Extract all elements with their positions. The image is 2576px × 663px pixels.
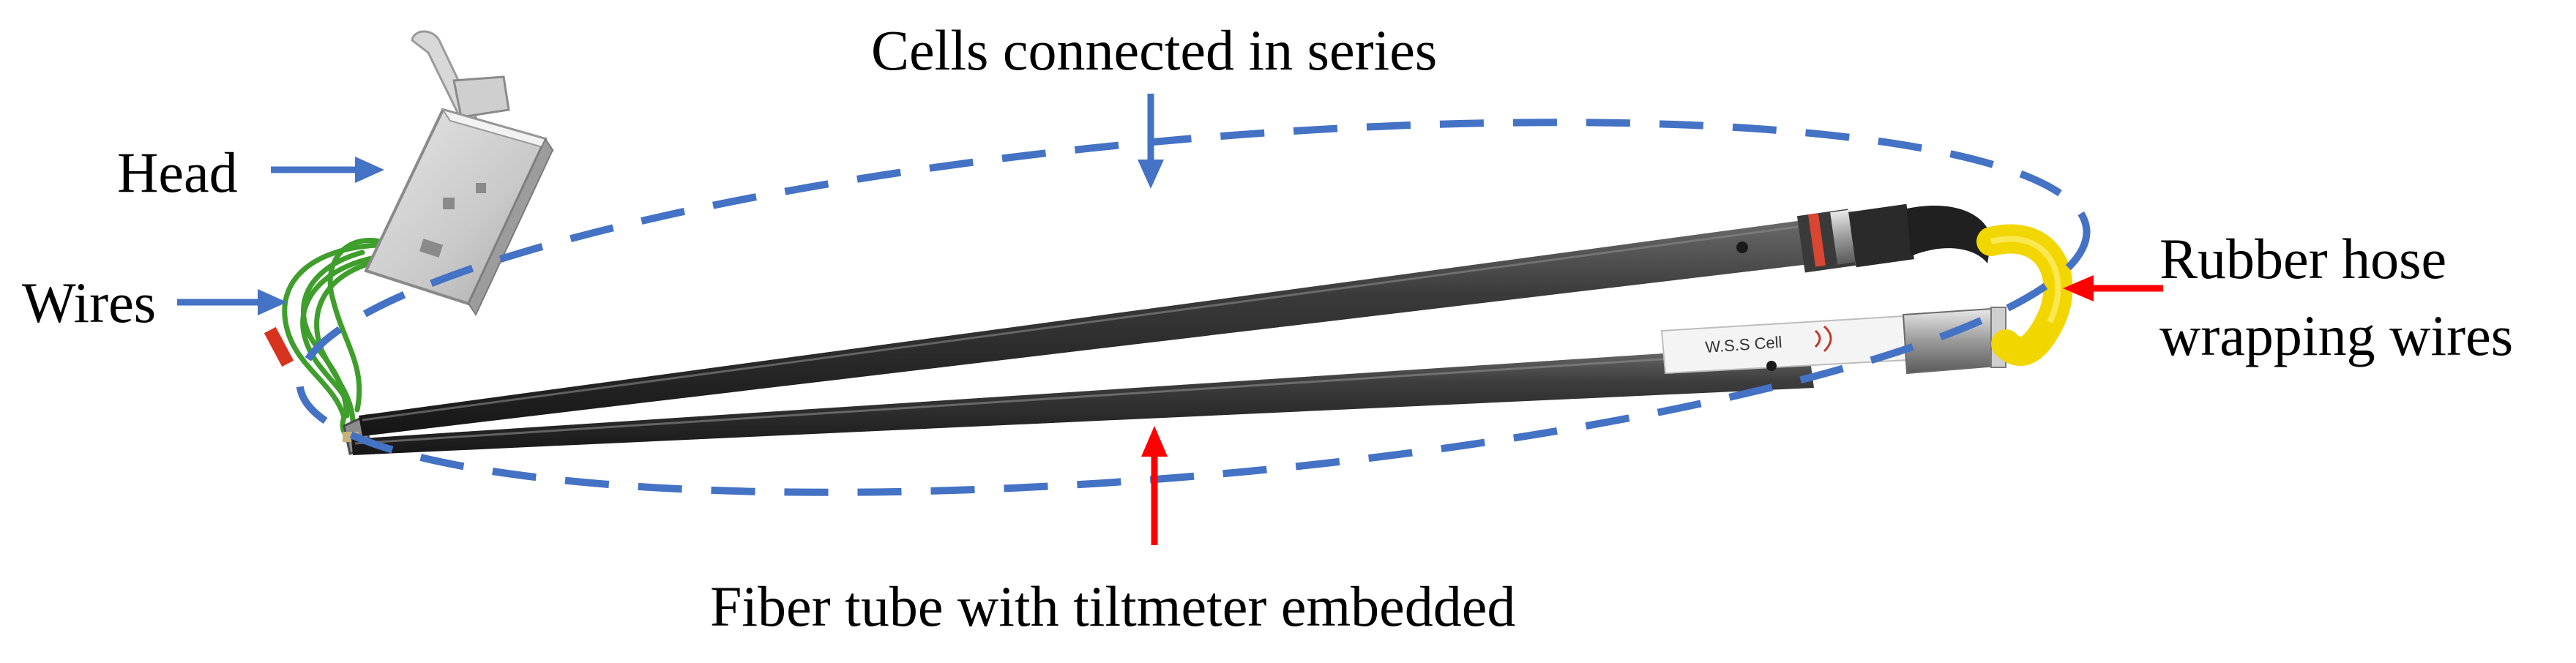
cells-dashed-outline — [296, 119, 2091, 496]
arrow-icon — [271, 157, 384, 183]
cell-label-tag: W.S.S Cell — [1660, 315, 1908, 375]
cells-label: Cells connected in series — [871, 18, 1437, 82]
head-label: Head — [117, 141, 238, 204]
rubber-hose-label-line2: wrapping wires — [2159, 304, 2513, 367]
fiber-tube-label: Fiber tube with tiltmeter embedded — [710, 574, 1515, 638]
arrow-icon — [1138, 94, 1164, 189]
arrow-icon — [177, 289, 287, 315]
arrow-icon — [2063, 275, 2163, 301]
upper-fiber-tube — [359, 203, 1991, 436]
red-marker — [264, 326, 294, 367]
arrow-icon — [1141, 426, 1168, 545]
wires-label: Wires — [22, 271, 156, 334]
instrument-photo: W.S.S Cell — [264, 30, 2073, 455]
head-box — [364, 30, 555, 317]
rubber-hose-label-line1: Rubber hose — [2159, 227, 2446, 291]
